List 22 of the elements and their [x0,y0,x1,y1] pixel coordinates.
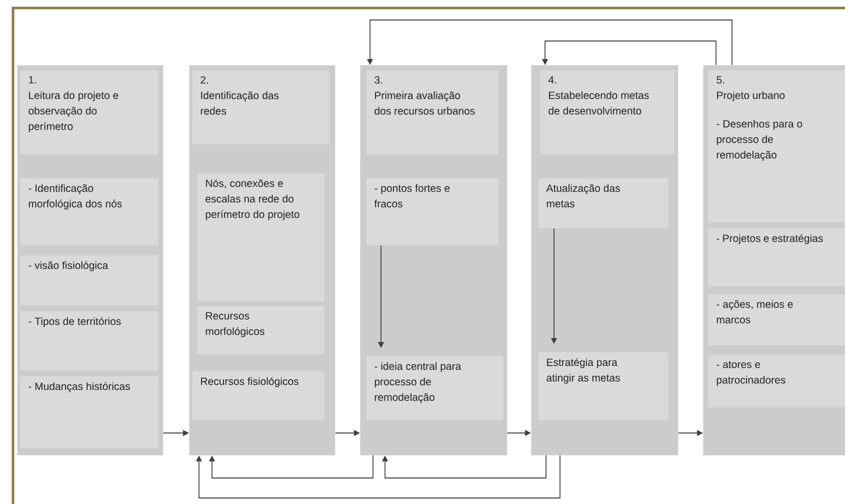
step-box: Recursos morfológicos [197,306,324,354]
step-box: - ações, meios e marcos [708,294,845,346]
step-box: - Mudanças históricas [20,376,158,448]
step-box: Estratégia para atingir as metas [538,352,668,420]
step-box: - atores e patrocinadores [708,355,845,408]
step-box: - Projetos e estratégias [708,228,845,286]
step-box: - pontos fortes e fracos [366,178,498,246]
step-box: 1. Leitura do projeto e observação do perímetro [20,70,158,154]
arrow [208,454,374,478]
step-box: 2. Identificação das redes [192,70,330,144]
step-box: - Tipos de territórios [20,311,158,370]
step-box: 5. Projeto urbano - Desenhos para o processo de remodelação [708,70,845,222]
step-box: - visão fisiológica [20,255,158,306]
step-box: - ideia central para processo de remodelação [366,356,504,420]
step-box: Recursos fisiológicos [192,371,324,420]
step-box: Atualização das metas [538,178,668,228]
step-box: - Identificação morfológica dos nós [20,178,158,246]
step-box: Nós, conexões e escalas na rede do perímetro do projeto [197,173,324,302]
arrow [196,454,560,498]
step-box: 3. Primeira avaliação dos recursos urbanos [366,70,498,154]
step-box: 4. Estabelecendo metas de desenvolvimento [540,70,674,154]
arrow [382,454,546,478]
